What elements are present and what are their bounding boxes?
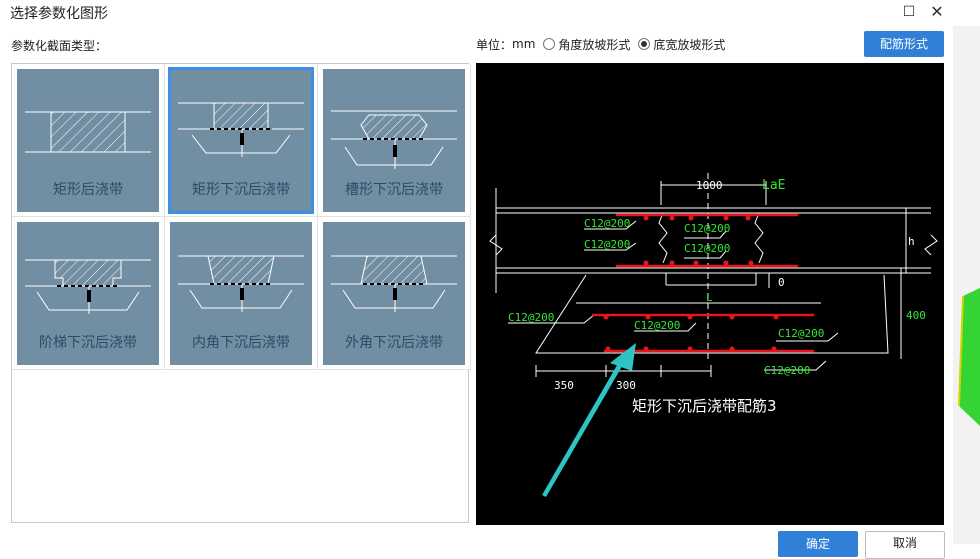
preview-diagram: 1000 LaE h 0 L 400 350 300 C12@200 C12@2… (476, 63, 944, 525)
shape-label: 外角下沉后浇带 (345, 335, 443, 351)
diagram-caption: 矩形下沉后浇带配筋3 (632, 397, 777, 415)
section-type-label: 参数化截面类型： (11, 39, 108, 53)
ok-button[interactable]: 确定 (778, 531, 858, 557)
rebar-form-button[interactable]: 配筋形式 (864, 31, 944, 57)
shape-thumb: 外角下沉后浇带 (323, 222, 465, 365)
annotation-arrow-icon (542, 343, 636, 497)
dim-350: 350 (554, 379, 574, 392)
shape-tile-inner-corner-sunken[interactable]: 内角下沉后浇带 (165, 217, 318, 370)
rebar-label-top-left: C12@200 (584, 217, 630, 230)
inner-corner-sunken-band-icon (178, 255, 304, 312)
rect-band-icon (25, 111, 151, 153)
unit-row: 单位： mm 角度放坡形式 底宽放坡形式 (476, 35, 725, 53)
unit-value: mm (512, 37, 536, 51)
shape-label: 内角下沉后浇带 (192, 335, 290, 351)
dim-300: 300 (616, 379, 636, 392)
shape-label: 矩形后浇带 (53, 182, 123, 198)
dim-h: h (908, 235, 915, 248)
rect-sunken-band-icon (178, 102, 304, 157)
rebar-section-diagram: 1000 LaE h 0 L 400 350 300 C12@200 C12@2… (489, 173, 938, 497)
shape-thumb: 内角下沉后浇带 (170, 222, 312, 365)
shape-tile-rect[interactable]: 矩形后浇带 (12, 64, 165, 217)
shape-tile-rect-sunken[interactable]: 矩形下沉后浇带 (165, 64, 318, 217)
groove-sunken-band-icon (331, 110, 457, 169)
close-icon[interactable]: ✕ (930, 2, 944, 21)
shape-thumb: 阶梯下沉后浇带 (17, 222, 159, 365)
rebar-label-top-mid: C12@200 (684, 222, 730, 235)
title-bar: 选择参数化图形 ☐ ✕ (0, 0, 960, 26)
green-shape-icon (958, 288, 980, 426)
step-sunken-band-icon (25, 259, 151, 314)
dim-400: 400 (906, 309, 926, 322)
maximize-icon[interactable]: ☐ (902, 4, 916, 20)
dim-l: L (706, 291, 713, 304)
shape-tile-step-sunken[interactable]: 阶梯下沉后浇带 (12, 217, 165, 370)
radio-angle-slope[interactable] (543, 38, 556, 50)
shape-tile-groove-sunken[interactable]: 槽形下沉后浇带 (318, 64, 471, 217)
shape-label: 矩形下沉后浇带 (192, 182, 290, 198)
rebar-label-bot-mid: C12@200 (634, 319, 680, 332)
cancel-button[interactable]: 取消 (865, 531, 945, 559)
shape-list: 矩形后浇带 矩形下沉后浇带 (11, 63, 471, 523)
rebar-label-bot-right: C12@200 (778, 327, 824, 340)
rebar-label-mid-mid: C12@200 (684, 242, 730, 255)
unit-label: 单位： (476, 37, 513, 52)
background-window-edge (953, 26, 980, 544)
dim-0: 0 (778, 276, 785, 289)
rebar-label-mid-left: C12@200 (584, 238, 630, 251)
shape-tile-outer-corner-sunken[interactable]: 外角下沉后浇带 (318, 217, 471, 370)
shape-label: 阶梯下沉后浇带 (39, 335, 137, 351)
rebar-label-bot-right2: C12@200 (764, 364, 810, 377)
radio-width-slope[interactable] (638, 38, 651, 50)
rebar-label-bot-left: C12@200 (508, 311, 554, 324)
outer-corner-sunken-band-icon (331, 255, 457, 312)
window-title: 选择参数化图形 (10, 6, 108, 22)
shape-thumb: 矩形下沉后浇带 (168, 67, 314, 214)
dim-lae: LaE (762, 178, 785, 193)
radio-angle-label[interactable]: 角度放坡形式 (558, 37, 631, 52)
radio-width-label[interactable]: 底宽放坡形式 (653, 37, 726, 52)
shape-thumb: 槽形下沉后浇带 (323, 69, 465, 212)
shape-thumb: 矩形后浇带 (17, 69, 159, 212)
shape-label: 槽形下沉后浇带 (345, 182, 443, 198)
dim-1000: 1000 (696, 179, 723, 192)
